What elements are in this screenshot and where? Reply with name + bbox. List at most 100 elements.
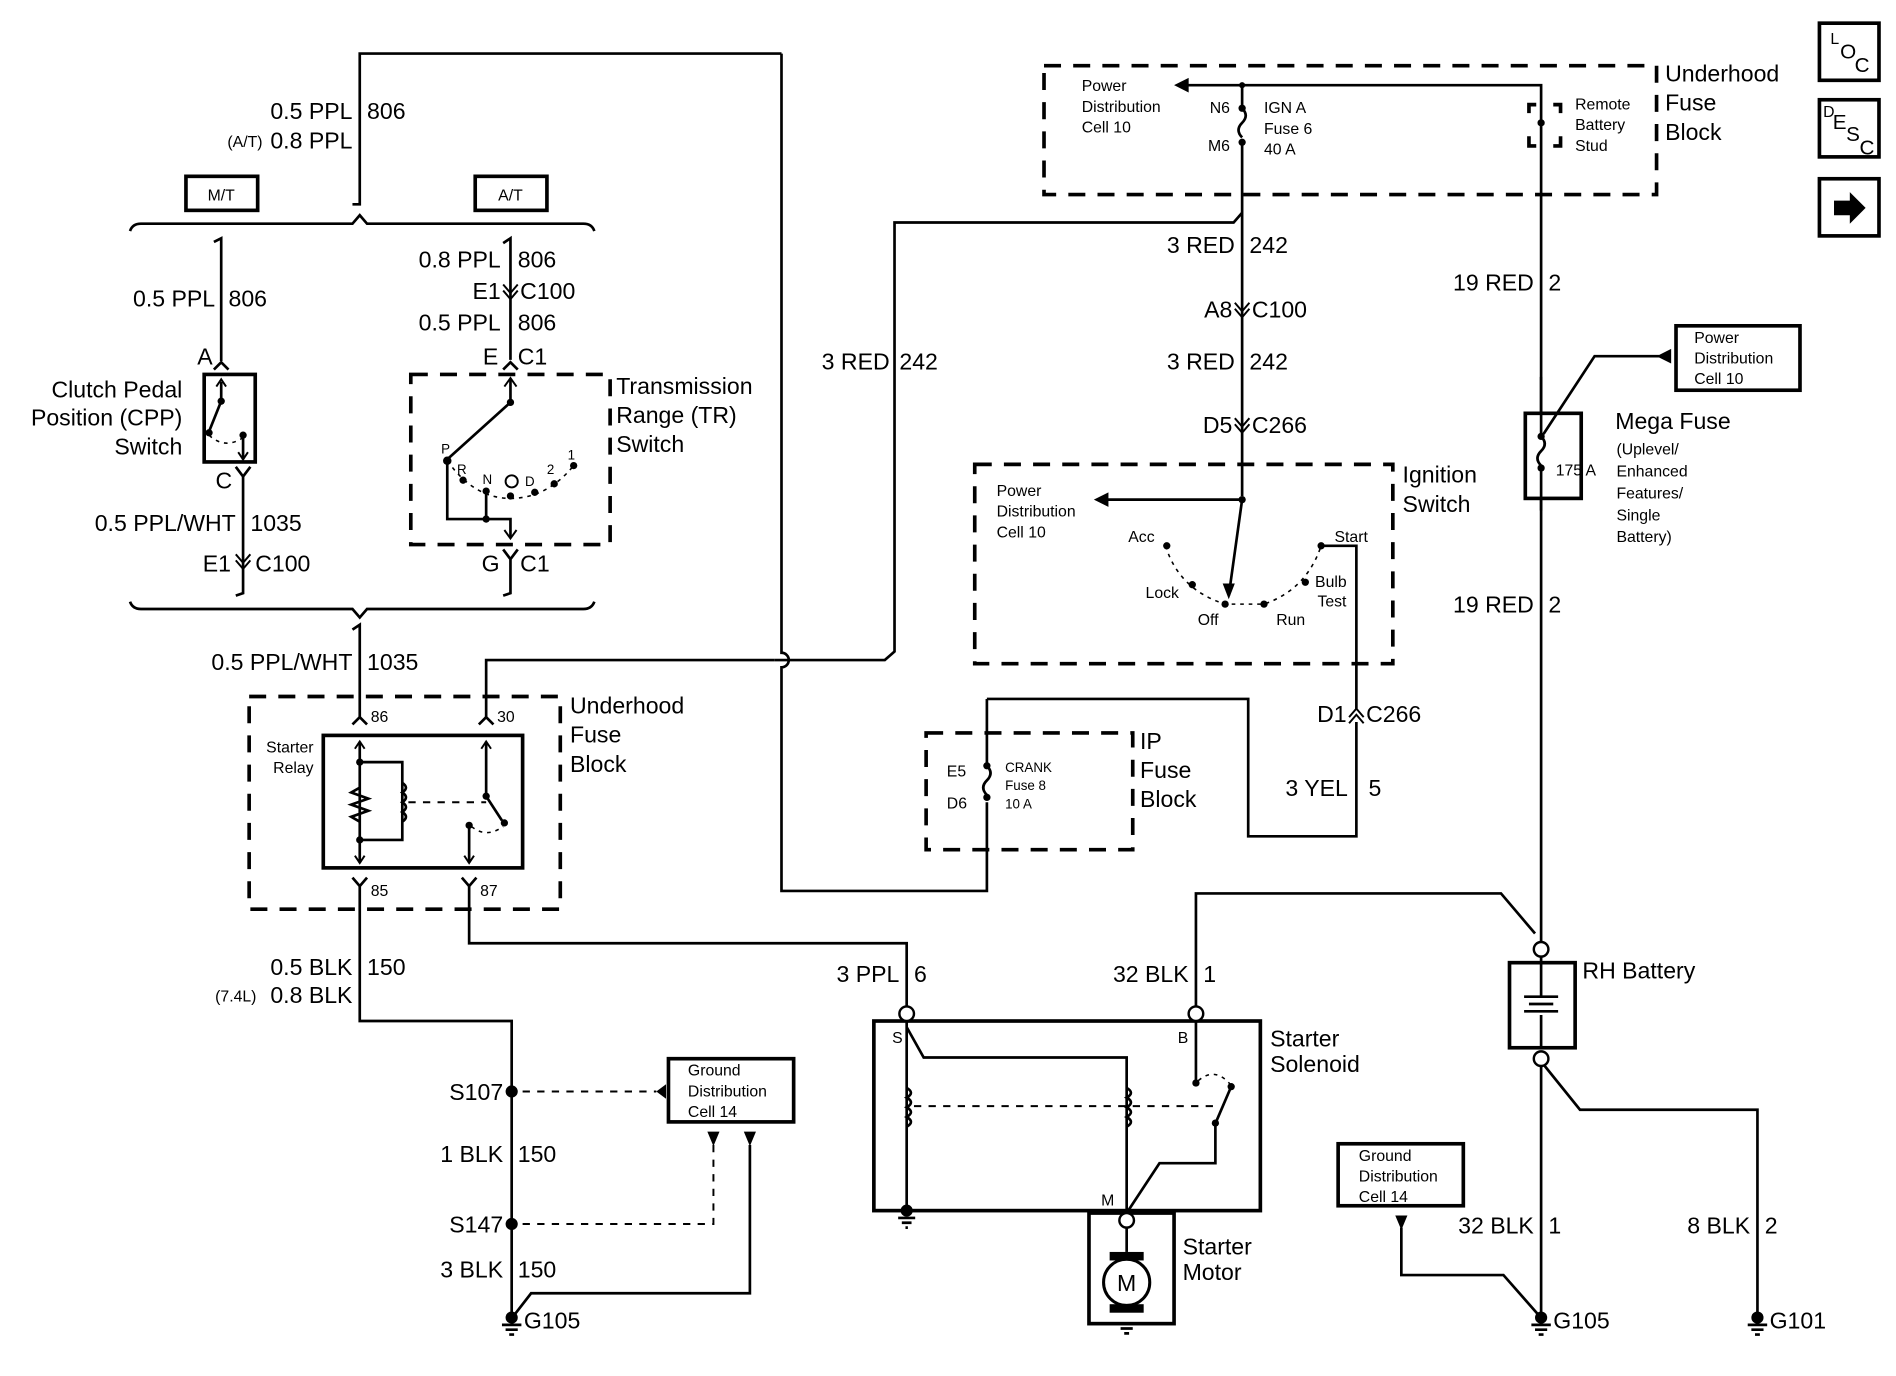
svg-text:Test: Test xyxy=(1317,594,1347,611)
svg-text:Off: Off xyxy=(1198,612,1219,629)
next-button[interactable] xyxy=(1817,176,1881,238)
svg-text:(Uplevel/: (Uplevel/ xyxy=(1616,442,1679,459)
svg-text:Position (CPP): Position (CPP) xyxy=(31,404,182,430)
svg-text:RH Battery: RH Battery xyxy=(1582,957,1695,983)
option-tag-mt: M/T xyxy=(184,174,260,213)
svg-text:Lock: Lock xyxy=(1146,585,1179,602)
wire-19-red: 19 RED 2 19 RED 2 xyxy=(1453,270,1561,618)
svg-text:242: 242 xyxy=(1249,349,1288,375)
svg-text:Power: Power xyxy=(1694,330,1739,347)
svg-text:P: P xyxy=(441,441,450,456)
svg-text:Battery): Battery) xyxy=(1616,529,1671,546)
svg-text:Clutch Pedal: Clutch Pedal xyxy=(51,377,182,403)
ground-symbol-icon xyxy=(898,1204,916,1229)
svg-text:242: 242 xyxy=(899,349,938,375)
svg-text:O: O xyxy=(1840,40,1856,63)
svg-text:Distribution: Distribution xyxy=(997,504,1076,521)
svg-text:(7.4L): (7.4L) xyxy=(215,989,256,1006)
svg-text:2: 2 xyxy=(547,462,554,477)
underhood-fuse-block-top: Power Distribution Cell 10 N6 M6 IGN A F… xyxy=(1042,61,1779,943)
svg-text:M: M xyxy=(1101,1193,1114,1210)
svg-text:2: 2 xyxy=(1765,1213,1778,1239)
svg-text:5: 5 xyxy=(1369,775,1382,801)
svg-text:Relay: Relay xyxy=(273,760,313,777)
svg-text:S: S xyxy=(892,1030,903,1047)
svg-text:Mega Fuse: Mega Fuse xyxy=(1615,408,1730,434)
svg-text:Block: Block xyxy=(1665,119,1722,145)
svg-text:3 PPL: 3 PPL xyxy=(837,961,900,987)
ground-symbol-icon xyxy=(501,1311,522,1336)
svg-text:175 A: 175 A xyxy=(1556,462,1597,479)
remote-battery-stud xyxy=(1527,102,1563,148)
loc-button[interactable]: L O C xyxy=(1817,21,1881,83)
svg-text:3 RED: 3 RED xyxy=(1167,232,1235,258)
svg-text:Power: Power xyxy=(997,483,1042,500)
svg-text:Cell 10: Cell 10 xyxy=(1082,120,1131,137)
svg-text:Ground: Ground xyxy=(1359,1148,1412,1165)
svg-text:M6: M6 xyxy=(1208,138,1230,155)
svg-text:D5: D5 xyxy=(1203,412,1233,438)
ground-distribution-cell-right: Ground Distribution Cell 14 xyxy=(1336,1141,1540,1317)
svg-text:E: E xyxy=(1833,111,1847,134)
starter-solenoid: 32 BLK 1 S B M Starter Solenoid xyxy=(872,892,1537,1229)
svg-text:806: 806 xyxy=(518,310,557,336)
svg-text:Acc: Acc xyxy=(1128,529,1154,546)
svg-text:Block: Block xyxy=(570,751,627,777)
svg-text:19 RED: 19 RED xyxy=(1453,592,1534,618)
wire-relay-87-to-solenoid xyxy=(467,886,909,1007)
svg-text:Starter: Starter xyxy=(266,739,313,756)
svg-text:Switch: Switch xyxy=(616,431,684,457)
svg-text:150: 150 xyxy=(518,1141,557,1167)
svg-text:Features/: Features/ xyxy=(1616,485,1683,502)
svg-text:Underhood: Underhood xyxy=(1665,61,1779,87)
option-brace-top xyxy=(128,213,596,232)
svg-text:N: N xyxy=(483,472,493,487)
svg-text:86: 86 xyxy=(371,709,389,726)
svg-text:0.8 BLK: 0.8 BLK xyxy=(270,982,353,1008)
wire-option: (A/T) xyxy=(227,134,262,151)
svg-text:A/T: A/T xyxy=(498,188,523,205)
svg-text:Ignition: Ignition xyxy=(1403,462,1477,488)
svg-text:3 RED: 3 RED xyxy=(1167,349,1235,375)
svg-text:Switch: Switch xyxy=(114,434,182,460)
connector-pin: E1 xyxy=(473,278,501,304)
svg-text:0.5 BLK: 0.5 BLK xyxy=(270,954,353,980)
svg-text:S107: S107 xyxy=(449,1079,503,1105)
svg-text:2: 2 xyxy=(1548,270,1561,296)
svg-text:2: 2 xyxy=(1548,592,1561,618)
description-icon: D E S C xyxy=(1823,104,1874,160)
svg-text:40 A: 40 A xyxy=(1264,141,1296,158)
svg-text:B: B xyxy=(1178,1030,1189,1047)
svg-text:806: 806 xyxy=(518,246,557,272)
svg-text:10 A: 10 A xyxy=(1005,796,1032,811)
svg-text:Distribution: Distribution xyxy=(1694,350,1773,367)
desc-button[interactable]: D E S C xyxy=(1817,97,1881,160)
svg-text:Power: Power xyxy=(1082,78,1127,95)
svg-text:Run: Run xyxy=(1276,612,1305,629)
svg-text:Distribution: Distribution xyxy=(688,1083,767,1100)
locator-icon: L O C xyxy=(1830,31,1869,77)
starter-motor: M Starter Motor xyxy=(1087,1211,1252,1335)
motor-symbol: M xyxy=(1117,1270,1136,1296)
at-wire: 0.8 PPL 806 E1 C100 0.5 PPL 806 xyxy=(419,235,575,360)
svg-text:E1: E1 xyxy=(203,550,231,576)
svg-text:G105: G105 xyxy=(1553,1308,1609,1334)
svg-text:806: 806 xyxy=(228,285,267,311)
svg-text:G: G xyxy=(482,550,500,576)
svg-text:A8: A8 xyxy=(1204,296,1232,322)
svg-text:L: L xyxy=(1830,31,1839,48)
svg-text:G105: G105 xyxy=(524,1308,580,1334)
svg-text:Motor: Motor xyxy=(1183,1259,1242,1285)
svg-text:IGN A: IGN A xyxy=(1264,100,1307,117)
cpp-switch: A Clutch Pedal Position (CPP) Switch C 0… xyxy=(31,344,310,597)
svg-text:Stud: Stud xyxy=(1575,138,1608,155)
circuit-number: 806 xyxy=(367,98,406,124)
wire-ppl-6-label: 3 PPL 6 xyxy=(837,961,927,987)
ground-symbol-icon xyxy=(1531,1311,1551,1336)
mega-fuse: 175 A Power Distribution Cell 10 Mega Fu… xyxy=(1523,323,1802,546)
mt-wire: 0.5 PPL 806 xyxy=(133,236,267,362)
ground-symbol-icon xyxy=(1747,1311,1768,1336)
svg-text:Cell 14: Cell 14 xyxy=(688,1104,737,1121)
svg-text:150: 150 xyxy=(518,1256,557,1282)
svg-text:32 BLK: 32 BLK xyxy=(1458,1213,1534,1239)
